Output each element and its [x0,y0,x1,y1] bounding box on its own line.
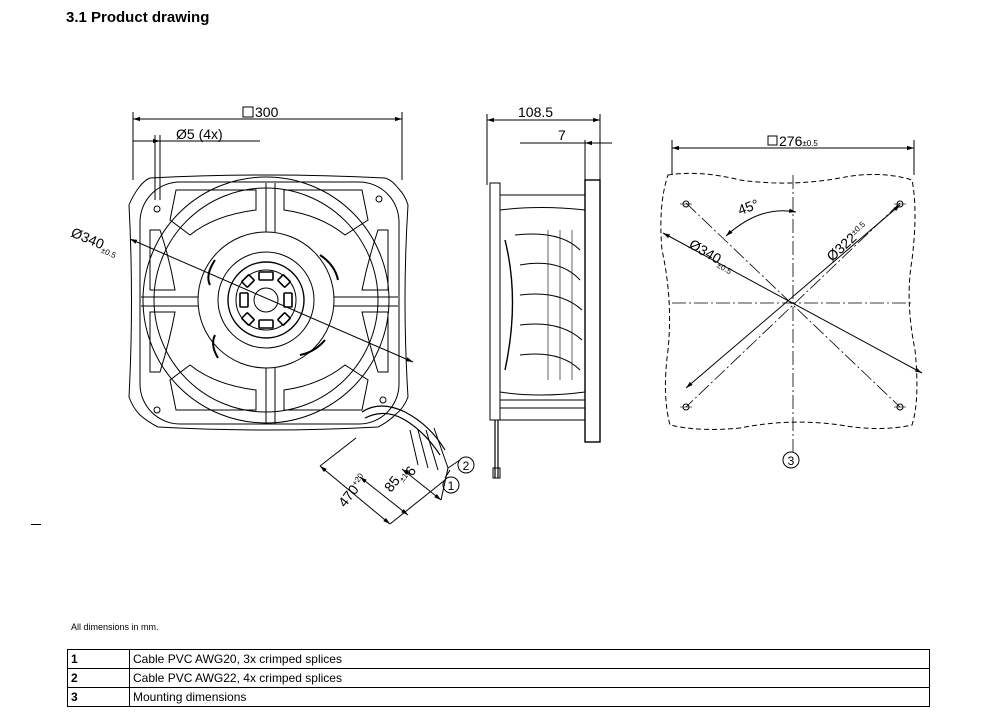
side-view-dimensions: 108.5 7 [518,104,566,143]
callout-2: 2 [457,456,475,474]
mount-view [660,140,923,452]
legend-text: Cable PVC AWG20, 3x crimped splices [129,649,930,669]
legend-num: 3 [67,687,130,707]
mount-square-label: 276±0.5 [779,133,818,149]
callout-3: 3 [782,451,800,469]
margin-mark [31,524,41,525]
svg-text:1: 1 [448,479,455,493]
svg-text:3: 3 [788,454,795,468]
legend-num: 2 [67,668,130,688]
bolt-circle-label: Ø322±0.5 [823,219,871,265]
front-diameter-label: Ø340±0.5 [68,224,121,260]
legend-num: 1 [67,649,130,669]
depth-label: 108.5 [518,104,553,120]
hole-label: Ø5 (4x) [176,126,223,142]
page-title: 3.1 Product drawing [66,9,210,26]
angle-label: 45° [736,196,761,218]
table-row: 2 Cable PVC AWG22, 4x crimped splices [67,668,930,688]
mount-diameter-label: Ø340±0.5 [686,236,739,277]
table-row: 3 Mounting dimensions [67,687,930,707]
front-width-label: 300 [255,104,279,120]
flange-label: 7 [558,127,566,143]
dimension-note: All dimensions in mm. [71,622,159,632]
side-view [486,114,612,479]
table-row: 1 Cable PVC AWG20, 3x crimped splices [67,649,930,669]
legend-text: Mounting dimensions [129,687,930,707]
svg-text:2: 2 [463,459,470,473]
mount-view-dimensions: 276±0.5 45° Ø340±0.5 Ø322±0.5 [686,133,871,277]
front-view [128,112,461,525]
legend-text: Cable PVC AWG22, 4x crimped splices [129,668,930,688]
legend-table: 1 Cable PVC AWG20, 3x crimped splices 2 … [67,649,930,707]
callout-1: 1 [442,476,460,494]
